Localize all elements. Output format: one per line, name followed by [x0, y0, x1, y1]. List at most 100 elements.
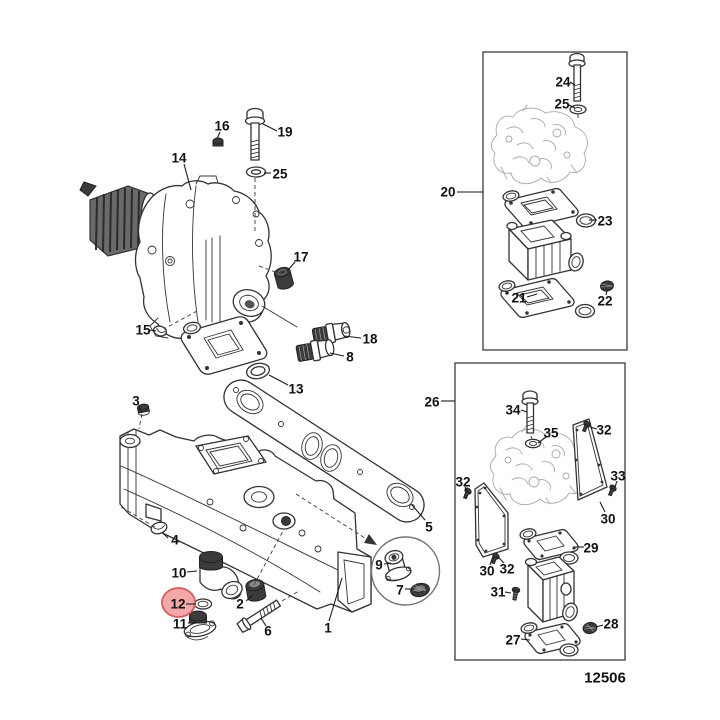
callout-29[interactable]: 29	[583, 541, 598, 556]
callout-3[interactable]: 3	[132, 394, 140, 409]
callout-17[interactable]: 17	[293, 250, 308, 265]
callout-30[interactable]: 30	[479, 564, 494, 579]
callout-leader-3	[138, 405, 143, 414]
part-4-plug	[150, 521, 168, 535]
part-23-gasket	[502, 187, 597, 229]
callout-31[interactable]: 31	[490, 585, 506, 600]
callout-1[interactable]: 1	[324, 621, 332, 636]
part-24-bolt	[568, 52, 586, 102]
engine-sketch-faded	[489, 425, 587, 506]
callout-32[interactable]: 32	[499, 562, 514, 577]
callout-leader-31	[504, 591, 512, 594]
part-13-oring	[245, 362, 271, 380]
part-17-plug	[273, 266, 295, 290]
callout-34[interactable]: 34	[505, 403, 521, 418]
callout-27[interactable]: 27	[505, 633, 520, 648]
callout-leader-32	[589, 426, 598, 430]
part-22-plug	[600, 280, 614, 292]
engine-sketch-faded	[490, 104, 588, 185]
callout-2[interactable]: 2	[236, 597, 244, 612]
part-25-washer	[245, 166, 267, 178]
callout-11[interactable]: 11	[173, 617, 188, 632]
part-riser-block-lower	[524, 556, 578, 623]
part-31-screw	[511, 586, 521, 601]
part-15-plug	[152, 325, 168, 337]
callout-leader-2	[245, 594, 254, 602]
callout-25[interactable]: 25	[272, 167, 288, 182]
callout-5[interactable]: 5	[425, 520, 433, 535]
callout-10[interactable]: 10	[171, 566, 186, 581]
callout-7[interactable]: 7	[396, 583, 404, 598]
part-9-fitting	[384, 549, 412, 582]
callout-33[interactable]: 33	[610, 469, 626, 484]
assembly-box-26	[454, 362, 626, 661]
callout-26[interactable]: 26	[424, 395, 440, 410]
callout-leader-34	[520, 409, 528, 413]
callout-leader-14	[183, 163, 192, 191]
part-riser-block-upper	[506, 219, 584, 281]
part-30-plate-right	[572, 418, 608, 501]
part-34-bolt	[521, 390, 539, 434]
callout-leader-32	[464, 486, 468, 492]
callout-25[interactable]: 25	[554, 97, 570, 112]
callout-8[interactable]: 8	[346, 350, 354, 365]
callout-leader-1	[328, 577, 343, 622]
part-8-fitting	[295, 338, 335, 362]
callout-23[interactable]: 23	[597, 214, 613, 229]
callout-32[interactable]: 32	[455, 475, 470, 490]
part-16-nut	[212, 137, 224, 147]
part-27-gasket	[520, 622, 581, 657]
callout-leader-4	[162, 532, 169, 539]
callout-leader-27	[520, 638, 531, 641]
callout-30[interactable]: 30	[600, 512, 615, 527]
callout-leader-9	[383, 562, 392, 565]
part-10-elbow-fitting	[199, 551, 243, 600]
callout-leader-24	[569, 81, 576, 86]
callout-leader-30	[489, 555, 494, 566]
callout-leader-30	[599, 501, 606, 513]
callout-leader-35	[537, 436, 547, 444]
detail-arrow-icon	[364, 534, 377, 545]
callout-15[interactable]: 15	[135, 323, 151, 338]
callout-19[interactable]: 19	[277, 125, 292, 140]
callout-leader-22	[605, 290, 608, 296]
part-35-washer	[524, 438, 542, 449]
callout-leader-13	[268, 374, 289, 386]
callout-21[interactable]: 21	[511, 291, 527, 306]
callout-leader-33	[614, 480, 618, 488]
part-28-plug	[582, 621, 598, 635]
callout-28[interactable]: 28	[603, 617, 619, 632]
part-5-manifold-gasket	[223, 379, 425, 523]
callout-20[interactable]: 20	[440, 185, 455, 200]
callout-18[interactable]: 18	[362, 332, 378, 347]
callout-16[interactable]: 16	[214, 119, 230, 134]
callout-35[interactable]: 35	[543, 426, 559, 441]
callout-32[interactable]: 32	[596, 423, 611, 438]
callout-leader-28	[595, 624, 604, 628]
part-11-drain-plug	[183, 610, 217, 641]
callout-leader-6	[260, 617, 267, 627]
callout-22[interactable]: 22	[597, 294, 612, 309]
part-12-oring	[193, 598, 213, 610]
part-29-gasket	[519, 528, 579, 565]
callout-12[interactable]: 12	[170, 597, 185, 612]
callout-leader-17	[286, 261, 296, 272]
callout-leader-32	[497, 556, 505, 564]
part-30-plate-left	[474, 482, 509, 558]
callout-leader-5	[411, 504, 426, 521]
callout-leader-21	[526, 293, 538, 298]
callout-13[interactable]: 13	[288, 382, 304, 397]
callout-leader-19	[262, 123, 278, 132]
part-riser-gasket	[180, 316, 268, 375]
callout-24[interactable]: 24	[555, 75, 571, 90]
callout-6[interactable]: 6	[264, 624, 272, 639]
callout-14[interactable]: 14	[171, 151, 187, 166]
callout-leader-16	[216, 131, 221, 140]
part-7-plug	[410, 582, 430, 598]
callout-4[interactable]: 4	[171, 533, 179, 548]
callout-9[interactable]: 9	[375, 558, 383, 573]
part-14-elbow-assembly	[79, 175, 298, 340]
highlight-selected-part[interactable]	[161, 587, 196, 618]
